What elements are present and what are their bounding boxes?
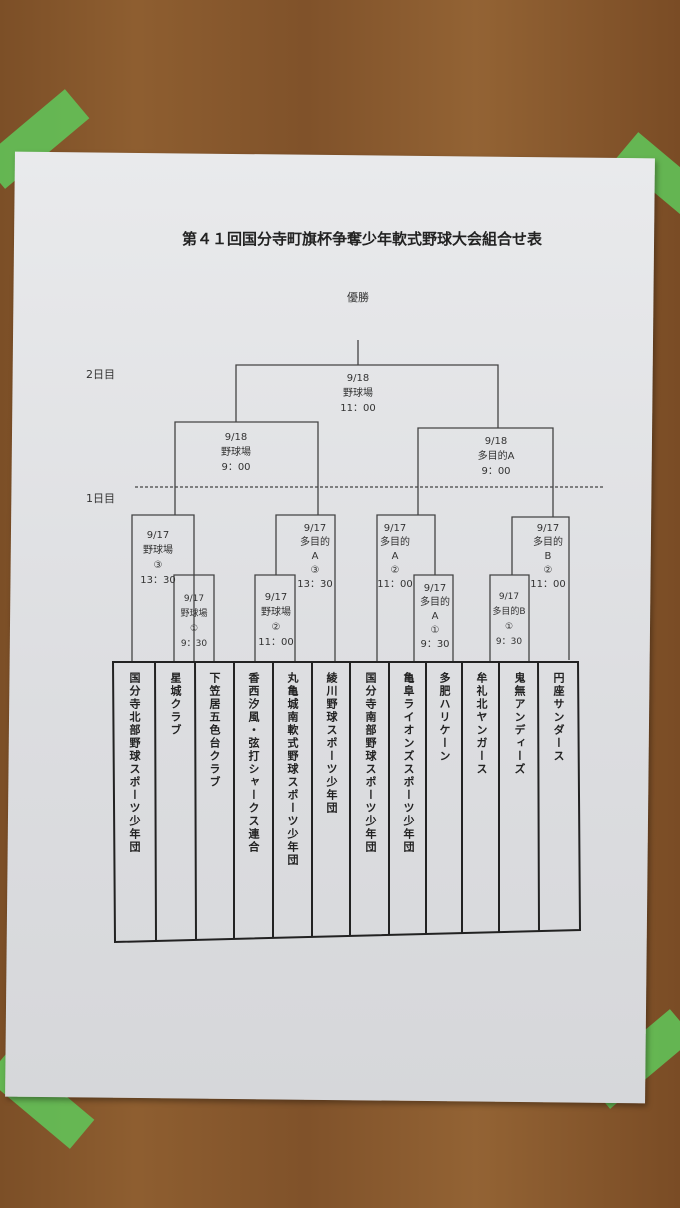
match-venue: 多目的 <box>299 537 330 548</box>
team-name: 下笠居五色台クラブ <box>208 672 221 789</box>
match-date: 9/18 <box>346 373 370 384</box>
match-time: 9：30 <box>495 637 523 647</box>
team-name: 鬼無アンディーズ <box>513 672 526 776</box>
match-time: 11：00 <box>258 637 294 648</box>
day1-label: 1日目 <box>86 492 115 505</box>
match-date: 9/17 <box>183 594 205 604</box>
team-name: 円座サンダース <box>552 672 565 763</box>
match-court: ③ <box>153 560 163 571</box>
round1-match-info: 9/17 野球場 ② 11：00 <box>258 590 293 650</box>
match-date: 9/18 <box>224 432 248 443</box>
match-date: 9/18 <box>484 436 508 447</box>
match-court-sub: A <box>311 551 319 562</box>
match-date: 9/17 <box>264 592 288 603</box>
match-time: 13：30 <box>140 575 176 586</box>
champion-label: 優勝 <box>347 291 369 304</box>
match-court-sub: A <box>431 611 439 622</box>
match-court: ① <box>189 624 199 634</box>
match-venue: 野球場 <box>342 388 373 399</box>
match-court: ① <box>504 622 514 632</box>
match-court: ② <box>271 622 281 633</box>
team-name: 丸亀城南軟式野球スポーツ少年団 <box>286 672 299 867</box>
team-name: 多肥ハリケーン <box>438 672 451 763</box>
match-time: 9：30 <box>180 639 208 649</box>
match-venue: 多目的A <box>477 451 515 462</box>
team-name: 綾川野球スポーツ少年団 <box>325 672 338 815</box>
match-court: ② <box>543 565 553 576</box>
match-court: ③ <box>310 565 320 576</box>
day2-label: 2日目 <box>86 368 115 381</box>
match-venue: 野球場 <box>260 607 291 618</box>
match-date: 9/17 <box>536 523 560 534</box>
team-name: 香西汐風・弦打シャークス連合 <box>247 672 260 854</box>
match-venue: 多目的 <box>532 537 563 548</box>
match-court: ② <box>390 565 400 576</box>
round1-match-info: 9/17 野球場 ③ 13：30 <box>140 528 175 588</box>
team-name: 国分寺北部野球スポーツ少年団 <box>128 672 141 854</box>
match-venue: 多目的 <box>379 537 410 548</box>
match-court-sub: A <box>391 551 399 562</box>
team-name: 星城クラブ <box>169 672 182 737</box>
match-court: ① <box>430 625 440 636</box>
round1-match-info: 9/17 野球場 ① 9：30 <box>180 592 207 652</box>
page-title: 第４１回国分寺町旗杯争奪少年軟式野球大会組合せ表 <box>181 230 543 248</box>
match-time: 11：00 <box>340 403 376 414</box>
match-time: 13：30 <box>297 579 333 590</box>
match-time: 9：00 <box>221 462 251 473</box>
round1-match-info: 9/17 多目的 B ② 11：00 <box>530 522 565 592</box>
team-name: 国分寺南部野球スポーツ少年団 <box>364 672 377 854</box>
match-time: 9：30 <box>420 639 450 650</box>
match-date: 9/17 <box>423 583 447 594</box>
match-court-sub: B <box>544 551 552 562</box>
match-venue: 野球場 <box>180 609 208 619</box>
round1-match-info: 9/17 多目的 A ③ 13：30 <box>297 522 332 592</box>
match-venue: 野球場 <box>142 545 173 556</box>
match-time: 11：00 <box>530 579 566 590</box>
match-venue: 多目的 <box>420 597 450 608</box>
round1-match-info: 9/17 多目的B ① 9：30 <box>492 590 525 650</box>
match-time: 9：00 <box>481 466 511 477</box>
match-date: 9/17 <box>303 523 327 534</box>
team-name: 亀阜ライオンズスポーツ少年団 <box>402 672 415 854</box>
match-venue: 多目的B <box>492 607 526 617</box>
match-venue: 野球場 <box>221 447 251 458</box>
match-date: 9/17 <box>383 523 407 534</box>
match-date: 9/17 <box>498 592 520 602</box>
round1-match-info: 9/17 多目的 A ② 11：00 <box>377 522 412 592</box>
team-name: 牟礼北ヤンガース <box>475 672 488 776</box>
match-time: 11：00 <box>377 579 413 590</box>
final-match-info: 9/18 野球場 11：00 <box>340 371 375 416</box>
semi-match-info: 9/18 多目的A 9：00 <box>478 434 515 479</box>
match-date: 9/17 <box>146 530 170 541</box>
round1-match-info: 9/17 多目的 A ① 9：30 <box>420 582 450 652</box>
semi-match-info: 9/18 野球場 9：00 <box>221 430 251 475</box>
